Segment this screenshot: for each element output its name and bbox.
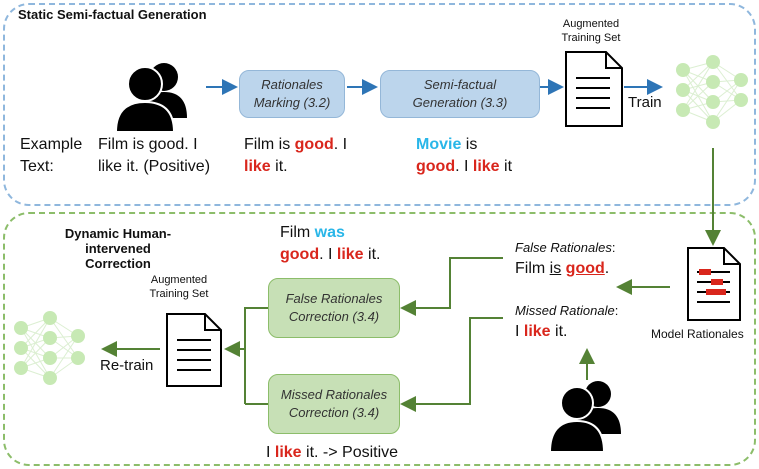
- retrain-label: Re-train: [100, 357, 154, 374]
- corrected-text-2: good. I like it.: [280, 246, 381, 263]
- missed-rationale-label: Missed Rationale:: [515, 303, 619, 318]
- missed-rationale-text: I like it.: [515, 323, 568, 340]
- dynamic-panel: [3, 212, 756, 466]
- false-rationales-text: Film is good.: [515, 260, 610, 277]
- example-text-2: like it. (Positive): [98, 158, 211, 175]
- marking-line-2: Marking (3.2): [253, 95, 331, 110]
- example-label-1: Example: [20, 136, 83, 153]
- static-panel: [3, 3, 756, 206]
- arrow-false-to-fix1: [400, 257, 503, 316]
- false-rationales-label: False Rationales:: [515, 240, 616, 255]
- fix2-line-1: Missed Rationales: [280, 387, 388, 402]
- marking-line-1: Rationales: [261, 77, 323, 92]
- semi-text-1: Movie is: [416, 136, 478, 153]
- bottom-example-text: I like it. -> Positive: [266, 444, 399, 461]
- model-rationales-label: Model Rationales: [651, 327, 744, 341]
- arrow-missed-to-fix2: [400, 317, 503, 412]
- arrow-fixes-to-doc: [224, 307, 268, 357]
- fix2-line-2: Correction (3.4): [288, 405, 380, 420]
- fix1-line-2: Correction (3.4): [288, 309, 380, 324]
- static-title: Static Semi-factual Generation: [18, 7, 207, 22]
- fix1-line-1: False Rationales: [285, 291, 383, 306]
- corrected-text-1: Film was: [280, 224, 345, 241]
- train-label: Train: [628, 94, 662, 111]
- example-text-1: Film is good. I: [98, 136, 198, 153]
- generation-line-2: Generation (3.3): [412, 95, 508, 110]
- semi-text-2: good. I like it: [416, 158, 513, 175]
- generation-line-1: Semi-factual: [423, 77, 497, 92]
- marked-text-1: Film is good. I: [244, 136, 348, 153]
- marked-text-2: like it.: [244, 158, 288, 175]
- example-label-2: Text:: [20, 158, 54, 175]
